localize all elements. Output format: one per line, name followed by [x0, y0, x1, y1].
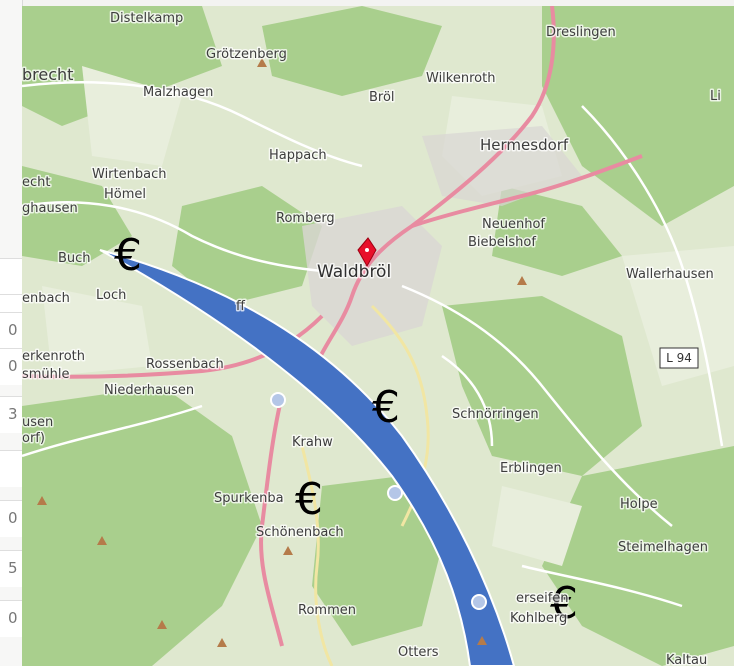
place-label: erkenroth	[22, 349, 85, 364]
map-view[interactable]: L 94 € € € €	[22, 6, 734, 666]
results-list-panel: 0 0 3 0 5 0	[0, 0, 23, 666]
list-item[interactable]: 0	[0, 312, 22, 349]
place-label: Romberg	[276, 211, 335, 226]
place-label: Hömel	[104, 187, 146, 202]
place-label: Buch	[58, 251, 91, 266]
place-label: erseifen	[516, 591, 569, 606]
place-label: orf)	[22, 431, 45, 446]
waypoint-dot[interactable]	[471, 594, 487, 610]
waypoint-dot[interactable]	[387, 485, 403, 501]
place-label: Neuenhof	[482, 217, 545, 232]
place-label: Dreslingen	[546, 25, 616, 40]
place-label: brecht	[22, 65, 73, 84]
list-item[interactable]: 0	[0, 348, 22, 385]
forest-areas	[22, 6, 734, 666]
place-label: ghausen	[22, 201, 78, 216]
place-label: Grötzenberg	[206, 47, 287, 62]
location-pin-icon[interactable]	[357, 237, 377, 268]
place-label: Hermesdorf	[480, 136, 569, 154]
place-label: Schnörringen	[452, 407, 539, 422]
place-label: Niederhausen	[104, 383, 194, 398]
road-shield-label: L 94	[666, 351, 692, 365]
place-label: Li	[710, 89, 721, 104]
waypoint-dot[interactable]	[270, 392, 286, 408]
place-label: Wilkenroth	[426, 71, 495, 86]
place-label: Otters	[398, 645, 439, 660]
place-label: Biebelshof	[468, 235, 536, 250]
place-label: Holpe	[620, 497, 658, 512]
place-label: Spurkenba	[214, 491, 284, 506]
place-label-waldbroel: Waldbröl	[317, 262, 391, 282]
place-label: Distelkamp	[110, 11, 183, 26]
place-label: Kaltau	[666, 653, 707, 666]
place-label: Kohlberg	[510, 611, 567, 626]
minor-roads	[22, 81, 724, 608]
euro-symbol: €	[372, 382, 400, 433]
place-label: Rommen	[298, 603, 356, 618]
place-labels: Distelkamp Grötzenberg brecht Malzhagen …	[22, 10, 722, 666]
place-label: Steimelhagen	[618, 540, 708, 555]
list-item[interactable]: 5	[0, 550, 22, 587]
place-label: Krahw	[292, 435, 333, 450]
place-label: Rossenbach	[146, 357, 224, 372]
place-label: Bröl	[369, 90, 395, 105]
place-label: Malzhagen	[143, 85, 213, 100]
euro-symbol: €	[550, 578, 578, 629]
list-item[interactable]: 0	[0, 600, 22, 637]
town-area-waldbroel	[302, 206, 442, 346]
route-waypoints	[270, 392, 487, 610]
peak-markers	[37, 58, 527, 647]
road-shield-l94: L 94	[659, 347, 699, 369]
place-label: Happach	[269, 148, 327, 163]
euro-symbol: €	[114, 230, 142, 281]
place-label: echt	[22, 175, 50, 190]
place-label: ff	[236, 299, 246, 314]
place-label: smühle	[22, 367, 70, 382]
place-label: enbach	[22, 291, 70, 306]
place-label: Wallerhausen	[626, 267, 714, 282]
euro-symbol: €	[295, 474, 323, 525]
list-item[interactable]: 3	[0, 396, 22, 433]
place-label: Erblingen	[500, 461, 562, 476]
list-item[interactable]	[0, 258, 22, 295]
place-label: Wirtenbach	[92, 167, 166, 182]
place-label: Loch	[96, 288, 126, 303]
list-item[interactable]: 0	[0, 500, 22, 537]
map-canvas[interactable]: L 94 € € € €	[22, 6, 734, 666]
place-label: Schönenbach	[256, 525, 344, 540]
place-label: usen	[22, 415, 53, 430]
list-item[interactable]	[0, 450, 22, 487]
